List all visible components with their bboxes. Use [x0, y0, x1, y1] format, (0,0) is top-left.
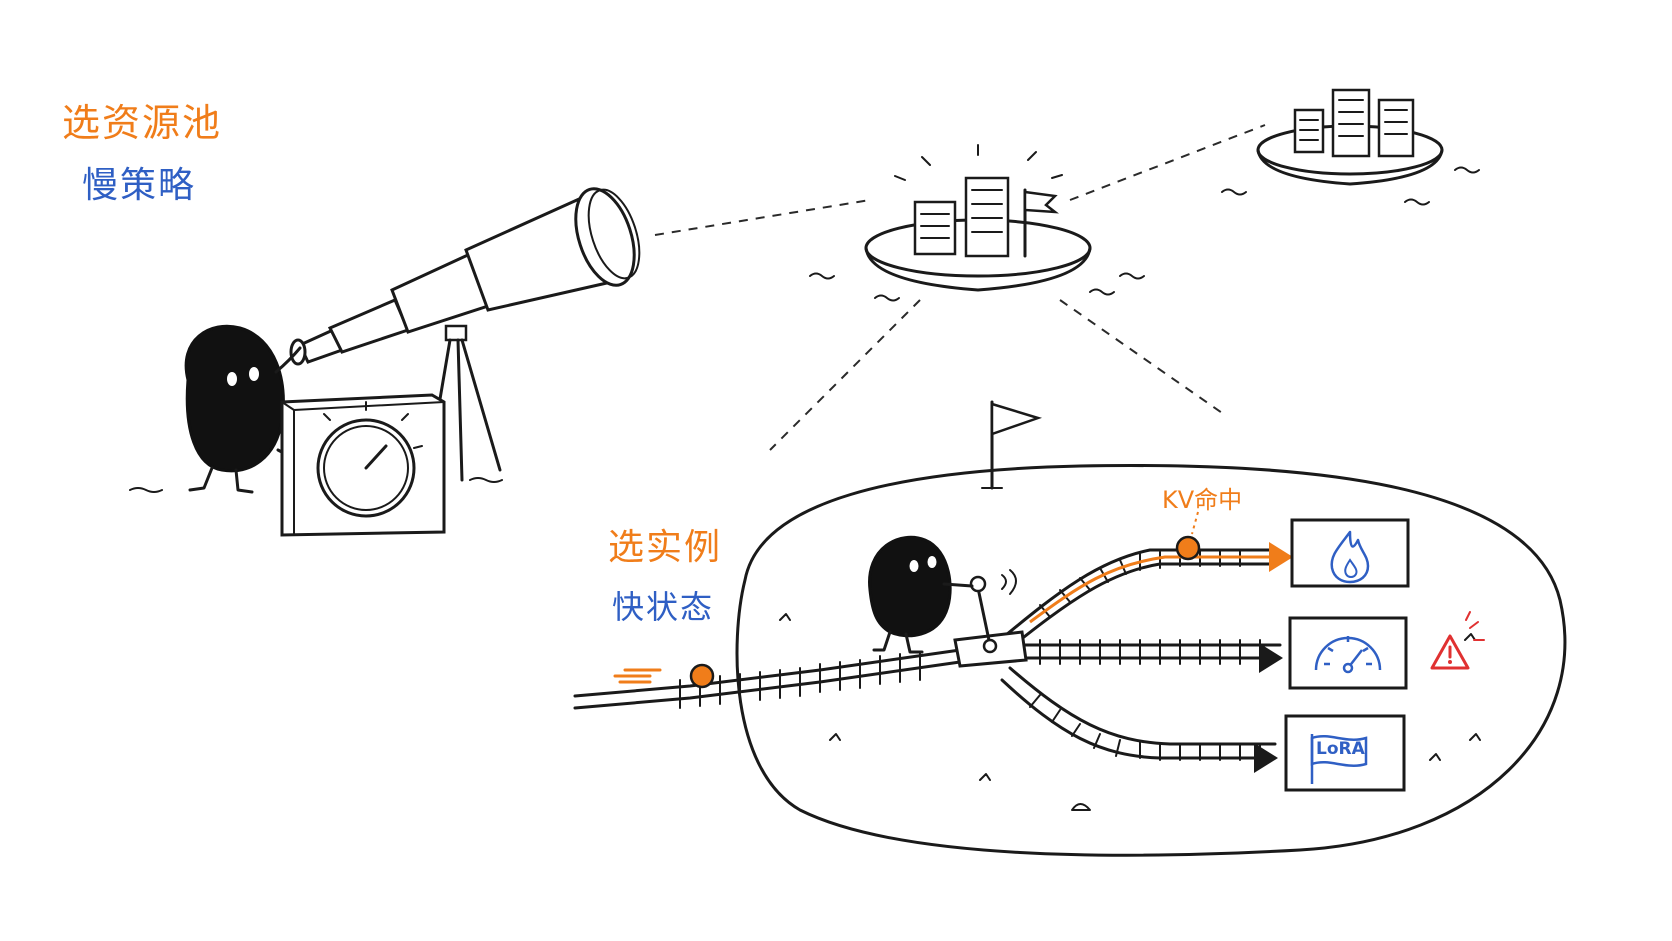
flame-icon: [1330, 530, 1370, 584]
dashed-links: [654, 124, 1266, 451]
instance-box-hot: [1290, 518, 1410, 588]
pool-title: 选资源池: [62, 101, 223, 145]
selected-resource-pool-island: [809, 144, 1145, 302]
lora-flag-icon: [1310, 734, 1368, 784]
selected-buildings-icon: [913, 176, 1010, 258]
lora-badge-text: LoRA: [1316, 739, 1365, 759]
instance-title: 选实例: [608, 527, 723, 568]
kv-hit-label: KV命中: [1162, 486, 1243, 514]
request-ball-incoming: [689, 663, 715, 689]
telescope-scene: [129, 187, 641, 537]
request-ball-kv-hit: [1175, 535, 1201, 561]
speedometer-icon: [1314, 636, 1382, 674]
flag-icon: [1023, 188, 1059, 258]
telescope-icon: [289, 187, 641, 482]
track-switch: [953, 569, 1028, 668]
instance-subtitle: 快状态: [612, 588, 715, 626]
flag-icon: [981, 400, 1043, 490]
instance-selection-plate: [735, 400, 1567, 857]
instance-box-lora: [1284, 714, 1406, 792]
pool-subtitle: 慢策略: [82, 165, 197, 206]
character-right: [868, 535, 974, 654]
control-panel-dial-icon: [280, 393, 446, 537]
instance-box-busy: [1288, 616, 1408, 690]
remote-buildings-icon: [1293, 88, 1415, 158]
warning-triangle-icon: [1430, 611, 1485, 670]
remote-resource-pool-island: [1221, 88, 1480, 206]
rail-tracks: [573, 542, 1293, 773]
